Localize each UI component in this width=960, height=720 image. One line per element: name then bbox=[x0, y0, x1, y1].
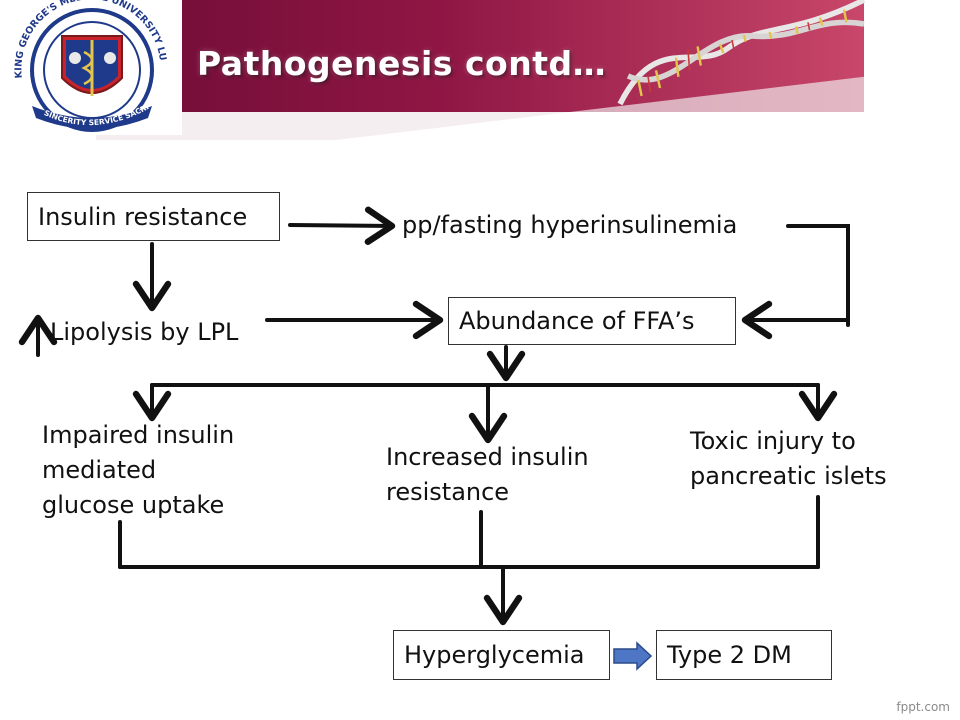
footer-watermark: fppt.com bbox=[896, 700, 950, 714]
toxic-injury-line-1: Toxic injury to bbox=[690, 427, 856, 455]
lipolysis-label: Lipolysis by LPL bbox=[50, 318, 239, 346]
dna-helix-icon bbox=[617, 0, 866, 106]
increased-resistance-line-2: resistance bbox=[386, 477, 510, 506]
logo-panel: KING GEORGE'S MEDICAL UNIVERSITY LUCKNOW… bbox=[0, 0, 182, 135]
connector-hyperinsulinemia-bracket bbox=[786, 224, 850, 327]
hyperinsulinemia-label: pp/fasting hyperinsulinemia bbox=[402, 211, 738, 239]
arrow-ir-to-hyperinsulinemia bbox=[288, 206, 396, 245]
impaired-uptake-line-1: Impaired insulin bbox=[42, 421, 235, 449]
block-arrow-to-type2dm bbox=[613, 641, 653, 671]
toxic-injury-label: Toxic injury to pancreatic islets bbox=[690, 424, 887, 494]
impaired-uptake-label: Impaired insulin mediated glucose uptake bbox=[42, 418, 234, 522]
type2dm-box: Type 2 DM bbox=[656, 630, 832, 680]
increased-resistance-line-1: Increased insulin bbox=[386, 443, 589, 471]
impaired-uptake-line-2: mediated bbox=[42, 455, 157, 484]
university-logo: KING GEORGE'S MEDICAL UNIVERSITY LUCKNOW… bbox=[0, 0, 168, 132]
ffa-label: Abundance of FFA’s bbox=[459, 307, 695, 335]
hyperglycemia-label: Hyperglycemia bbox=[404, 641, 585, 669]
ffa-box: Abundance of FFA’s bbox=[448, 297, 736, 345]
increased-resistance-label: Increased insulin resistance bbox=[386, 440, 589, 510]
type2dm-label: Type 2 DM bbox=[667, 641, 792, 669]
slide-title: Pathogenesis contd… bbox=[197, 44, 607, 83]
impaired-uptake-line-3: glucose uptake bbox=[42, 490, 225, 519]
insulin-resistance-label: Insulin resistance bbox=[38, 202, 248, 231]
header-band bbox=[96, 0, 866, 140]
insulin-resistance-box: Insulin resistance bbox=[27, 192, 280, 241]
hyperglycemia-box: Hyperglycemia bbox=[393, 630, 610, 680]
toxic-injury-line-2: pancreatic islets bbox=[690, 461, 887, 490]
